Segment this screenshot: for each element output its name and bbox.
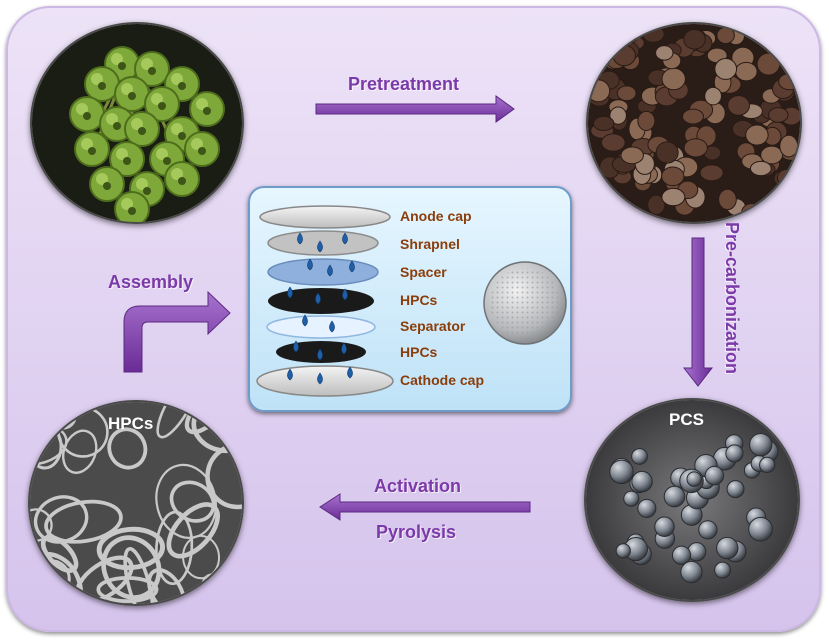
arrow-right-icon [315, 95, 515, 123]
pyrolysis-label: Pyrolysis [376, 522, 457, 542]
layer-label-cathode-cap: Cathode cap [400, 372, 485, 388]
anode-cap-disc [259, 205, 391, 229]
bent-arrow-icon [123, 290, 231, 373]
pretreatment-label: Pretreatment [348, 74, 460, 94]
pcs-label: PCS [669, 410, 704, 429]
activation-label: Activation [374, 476, 462, 496]
hpcs-disc-top [268, 288, 374, 314]
arrow-left-icon [319, 493, 531, 521]
hpcs-sem-photo [28, 400, 244, 606]
coin-cell-photo [483, 261, 567, 345]
pcs-photo [584, 398, 800, 602]
cathode-cap-disc [256, 365, 394, 397]
assembly-label: Assembly [108, 272, 194, 292]
hpcs-label: HPCs [108, 414, 154, 433]
layer-label-separator: Separator [400, 318, 466, 334]
shrapnel-disc [267, 230, 379, 256]
layer-label-hpcs-top: HPCs [400, 292, 438, 308]
layer-label-hpcs-bottom: HPCs [400, 344, 438, 360]
separator-disc [266, 315, 376, 339]
layer-label-shrapnel: Shrapnel [400, 236, 460, 252]
fresh-berries-photo [30, 22, 244, 224]
layer-label-anode-cap: Anode cap [400, 208, 472, 224]
dried-berries-photo [586, 22, 802, 224]
arrow-down-icon [682, 237, 714, 387]
layer-label-spacer: Spacer [400, 264, 447, 280]
spacer-disc [267, 258, 379, 286]
